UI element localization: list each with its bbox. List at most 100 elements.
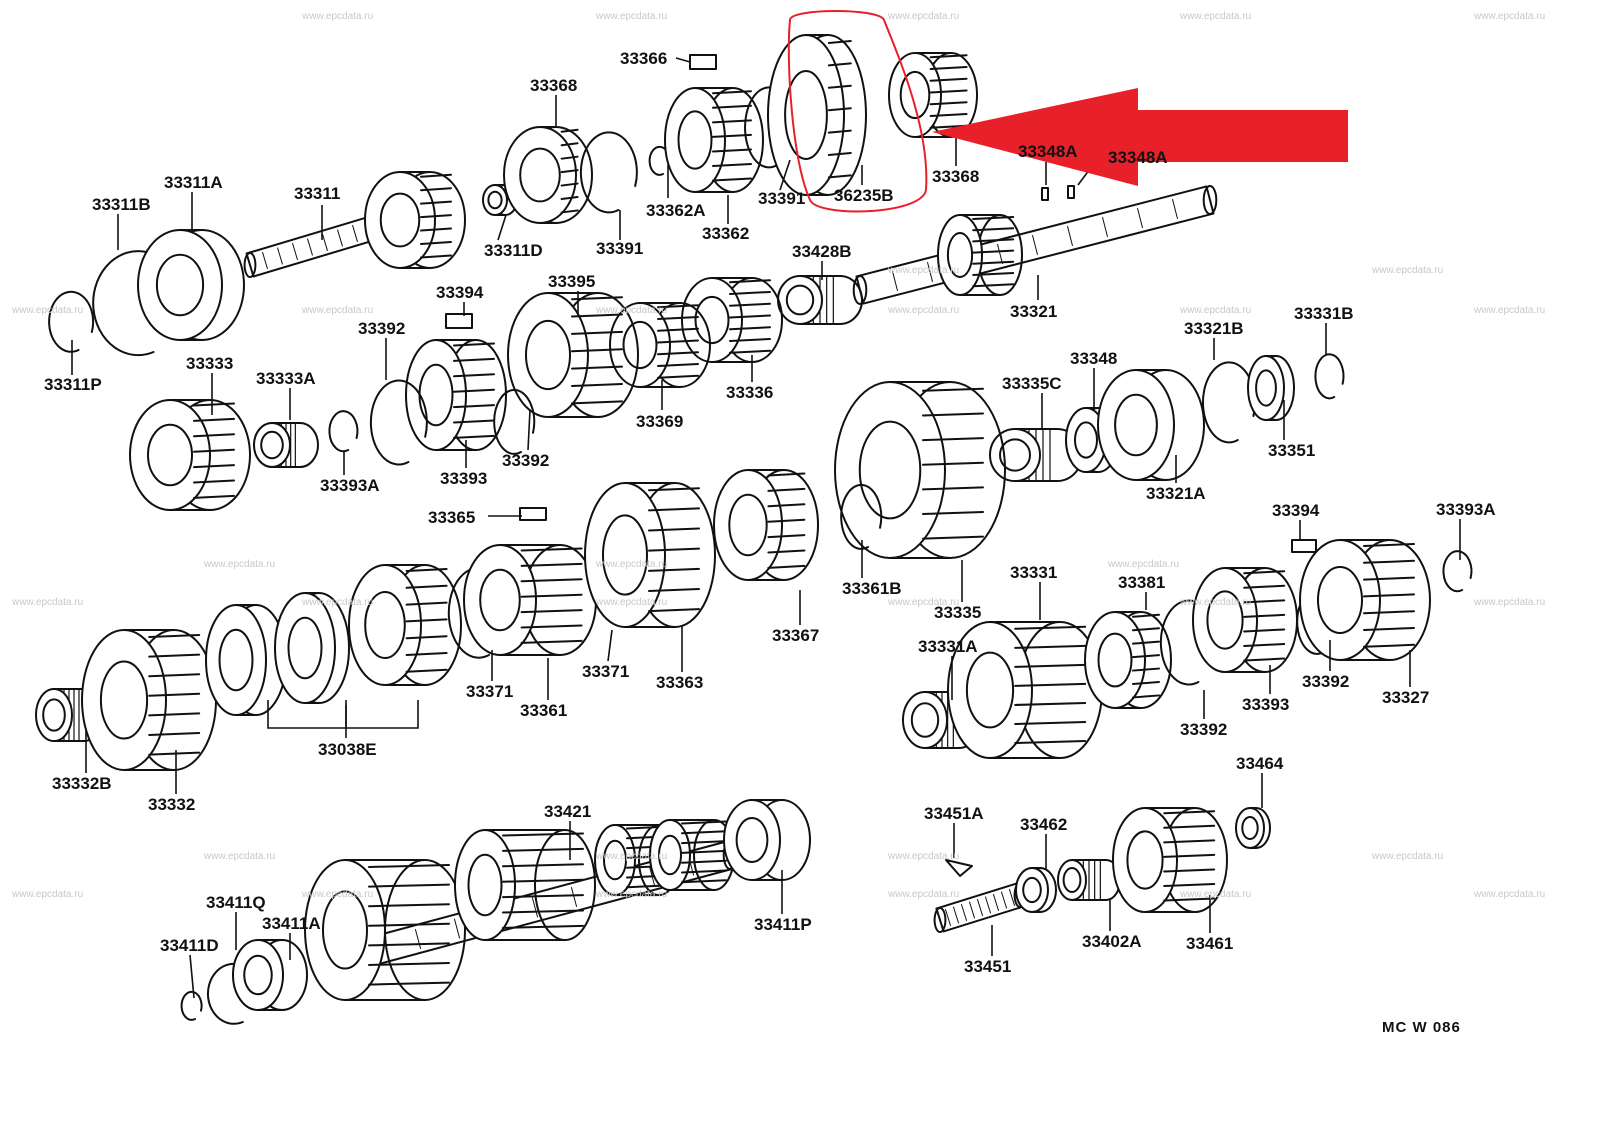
watermark-text: www.epcdata.ru (596, 559, 668, 570)
leader-line (497, 214, 507, 241)
bearing (723, 799, 811, 881)
drawing-code: MC W 086 (1382, 1019, 1461, 1036)
watermark-text: www.epcdata.ru (1180, 11, 1252, 22)
shifting-key (445, 313, 473, 329)
part-label: 33367 (772, 626, 820, 645)
part-label: 33393 (1242, 695, 1290, 714)
part-label: 33381 (1118, 573, 1166, 592)
part-label: 33393A (320, 476, 380, 495)
part-label: 33332B (52, 774, 112, 793)
part-label: 33371 (466, 682, 514, 701)
part-label: 33038E (318, 740, 377, 759)
part-label: 33391 (758, 189, 806, 208)
bearing (137, 229, 245, 341)
hub-sleeve (584, 482, 716, 628)
part-label: 33361 (520, 701, 568, 720)
part-label: 33451A (924, 804, 984, 823)
part-label: 33361B (842, 579, 902, 598)
watermark-text: www.epcdata.ru (888, 305, 960, 316)
part-label: 33451 (964, 957, 1012, 976)
shifting-key (1291, 539, 1317, 553)
snap-ring (493, 388, 536, 455)
watermark-text: www.epcdata.ru (1180, 889, 1252, 900)
part-label: 33331 (1010, 563, 1058, 582)
watermark-text: www.epcdata.ru (596, 851, 668, 862)
pin (1067, 185, 1075, 199)
hub-sleeve (1299, 539, 1431, 661)
part-label: 36235B (834, 186, 894, 205)
part-label: 33321B (1184, 319, 1244, 338)
part-label: 33332 (148, 795, 196, 814)
synchro-ring (205, 604, 287, 716)
hub-sleeve (507, 292, 639, 418)
leader-line (189, 954, 195, 999)
clutch-hub (1192, 567, 1298, 673)
synchro-ring (888, 52, 978, 138)
washer (1065, 407, 1119, 473)
part-label: 33394 (1272, 501, 1320, 520)
watermark-text: www.epcdata.ru (12, 889, 84, 900)
leader-line (779, 159, 791, 191)
clutch-hub (664, 87, 764, 193)
watermark-text: www.epcdata.ru (302, 597, 374, 608)
part-label: 33411Q (206, 893, 266, 912)
leader-line (675, 57, 691, 63)
pin (1041, 187, 1049, 201)
part-label: 33335 (934, 603, 982, 622)
watermark-text: www.epcdata.ru (204, 559, 276, 570)
watermark-text: www.epcdata.ru (302, 305, 374, 316)
watermark-text: www.epcdata.ru (888, 889, 960, 900)
watermark-text: www.epcdata.ru (1474, 597, 1546, 608)
snap-ring (369, 379, 428, 466)
part-label: 33392 (358, 319, 406, 338)
leader-line (527, 409, 531, 451)
snap-ring (1314, 353, 1345, 400)
part-label: 33393A (1436, 500, 1496, 519)
watermark-text: www.epcdata.ru (888, 11, 960, 22)
part-label: 33371 (582, 662, 630, 681)
part-label: 33311B (92, 195, 151, 214)
part-label: 33462 (1020, 815, 1068, 834)
synchro-cone (274, 592, 350, 704)
washer (1015, 867, 1057, 913)
synchro-ring (713, 469, 819, 581)
watermark-text: www.epcdata.ru (302, 889, 374, 900)
watermark-text: www.epcdata.ru (888, 597, 960, 608)
synchro-ring (1084, 611, 1172, 709)
snap-ring (579, 131, 638, 214)
part-label: 33369 (636, 412, 684, 431)
watermark-text: www.epcdata.ru (204, 851, 276, 862)
snap-ring (48, 290, 95, 353)
part-label: 33311A (164, 173, 223, 192)
watermark-text: www.epcdata.ru (888, 265, 960, 276)
watermark-text: www.epcdata.ru (1180, 305, 1252, 316)
shifting-key (519, 507, 547, 521)
part-label: 33411A (262, 914, 321, 933)
part-label: 33392 (502, 451, 550, 470)
part-label: 33461 (1186, 934, 1234, 953)
gear (81, 629, 217, 771)
part-label: 33394 (436, 283, 484, 302)
needle-bearing (1057, 859, 1121, 901)
thrust-washer (1235, 807, 1271, 849)
gear (129, 399, 251, 511)
part-label: 33348A (1018, 142, 1078, 161)
part-label: 33327 (1382, 688, 1430, 707)
input-gear (364, 171, 466, 269)
hub-sleeve (767, 34, 867, 196)
part-label: 33351 (1268, 441, 1316, 460)
watermark-text: www.epcdata.ru (1372, 851, 1444, 862)
watermark-text: www.epcdata.ru (1180, 597, 1252, 608)
snap-ring (840, 483, 883, 550)
watermark-text: www.epcdata.ru (888, 851, 960, 862)
part-label: 33363 (656, 673, 704, 692)
part-label: 33428B (792, 242, 852, 261)
part-label: 33393 (440, 469, 488, 488)
reverse-idler-gear (1112, 807, 1228, 913)
idler-shaft (933, 882, 1027, 933)
gear (681, 277, 783, 363)
snap-ring (1201, 361, 1256, 444)
bearing (1097, 369, 1205, 481)
part-label: 33331A (918, 637, 978, 656)
part-label: 33365 (428, 508, 476, 527)
